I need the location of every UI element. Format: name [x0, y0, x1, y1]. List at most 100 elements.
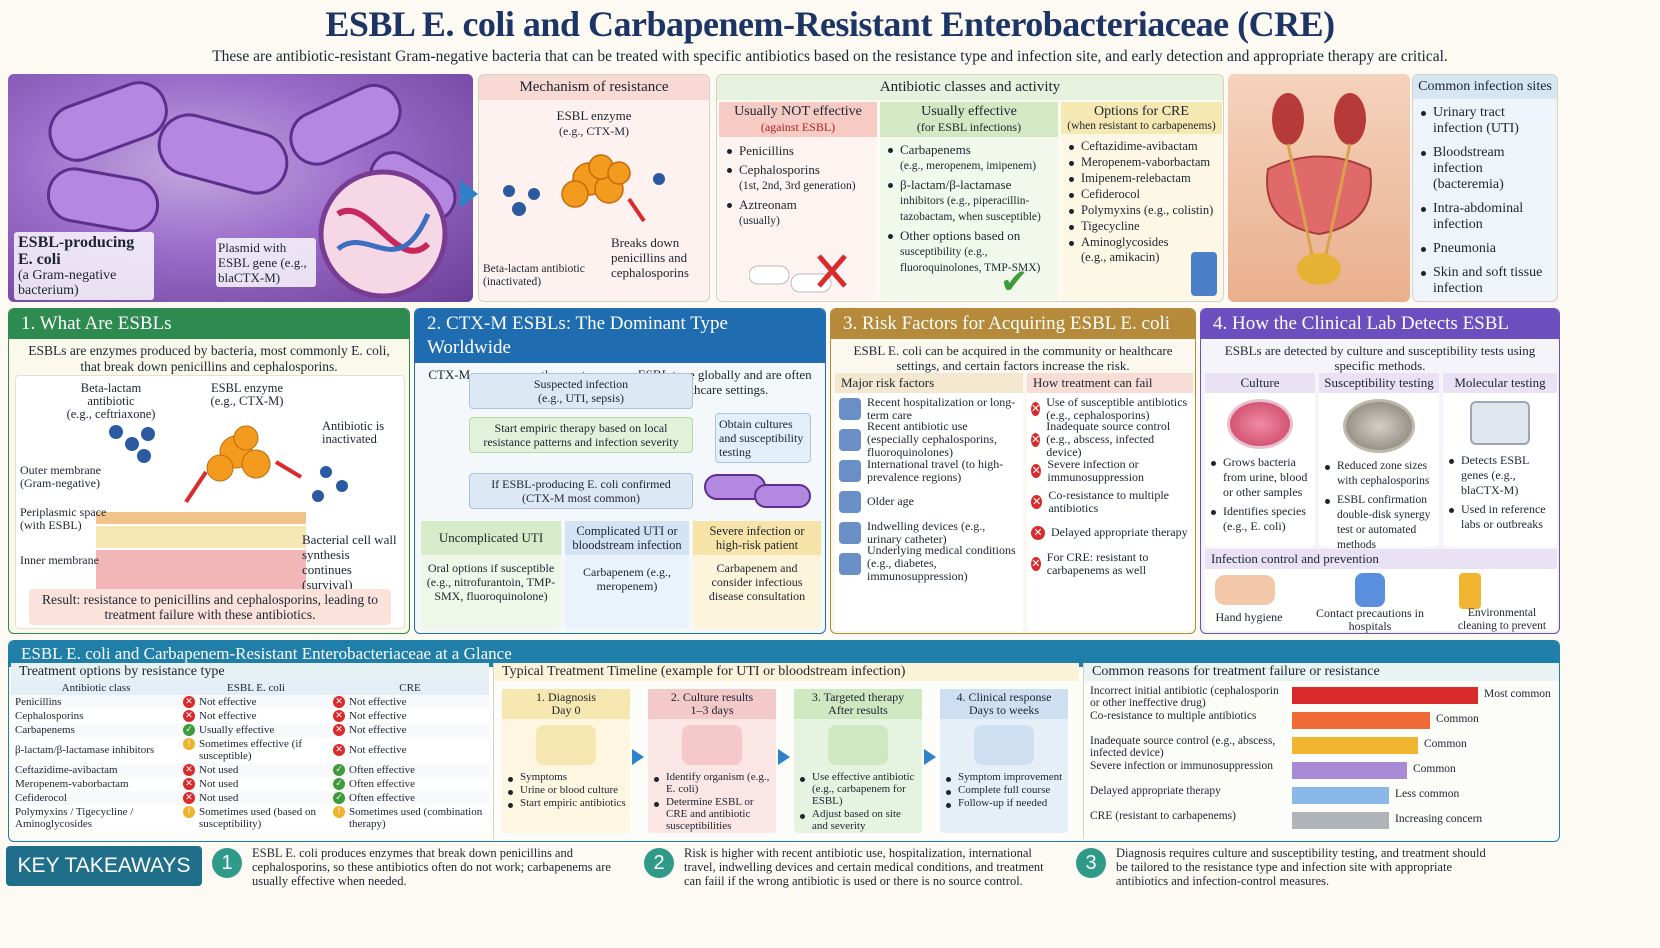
list-item: Detects ESBL genes (e.g., blaCTX-M)	[1447, 453, 1553, 498]
complicated-text: Carbapenem (e.g., meropenem)	[583, 565, 671, 593]
susceptibility-list: Reduced zone sizes with cephalosporins E…	[1323, 459, 1435, 553]
vial-icon	[1191, 252, 1217, 296]
table-cell: ✓Often effective	[331, 791, 489, 805]
list-item: Penicillins	[725, 143, 871, 158]
severe-text: Carbapenem and consider infectious disea…	[708, 561, 806, 603]
table-cell: ✕Not effective	[331, 737, 489, 763]
ecoli-sub: (a Gram-negative bacterium)	[18, 268, 117, 298]
list-item: Imipenem-relebactam	[1067, 171, 1216, 186]
uti-title: Uncomplicated UTI	[421, 521, 561, 555]
periplasm-label: Periplasmic space (with ESBL)	[20, 505, 107, 532]
environmental-cleaning-label: Environmental cleaning to prevent spread	[1457, 607, 1547, 632]
list-item: Intra-abdominal infection	[1419, 201, 1551, 233]
fail-text: Co-resistance to multiple antibiotics	[1048, 487, 1169, 515]
culture-list: Grows bacteria from urine, blood or othe…	[1209, 455, 1311, 534]
outer-membrane-label: Outer membrane (Gram-negative)	[20, 463, 101, 490]
step-subtitle: After results	[828, 703, 888, 717]
table-row: Cephalosporins✕Not effective✕Not effecti…	[11, 709, 489, 723]
effective-sub: (for ESBL infections)	[916, 120, 1022, 134]
cell-text: Not used	[199, 778, 239, 790]
mechanism-enzyme-eg: (e.g., CTX-M)	[559, 124, 629, 138]
page-title: ESBL E. coli and Carbapenem-Resistant En…	[325, 4, 1335, 44]
table-header: ESBL E. coli	[227, 682, 285, 694]
risk-item: Underlying medical conditions (e.g., dia…	[835, 544, 1023, 583]
beta-lactam-label: Beta-lactam antibiotic (inactivated)	[483, 263, 585, 288]
mechanism-title: Mechanism of resistance	[479, 75, 709, 100]
table-cell: Ceftazidime-avibactam	[15, 764, 118, 776]
kidney-right	[1334, 93, 1366, 145]
section-what-are-esbls: 1. What Are ESBLs ESBLs are enzymes prod…	[8, 308, 410, 634]
major-risks-col: Major risk factors Recent hospitalizatio…	[835, 373, 1023, 631]
cell-text: Sometimes used (combination therapy)	[349, 806, 483, 830]
risk-icon	[839, 490, 861, 513]
hand-hygiene-label: Hand hygiene	[1215, 610, 1283, 624]
table-row: Carbapenems✓Usually effective✕Not effect…	[11, 723, 489, 737]
ctxm-bacteria-svg	[704, 474, 811, 508]
risk-item: Older age	[835, 486, 1023, 517]
failure-rank: Common	[1413, 763, 1456, 775]
failure-bar	[1292, 687, 1478, 704]
x-icon: ✕	[333, 724, 345, 736]
bacterium-1	[48, 81, 168, 162]
inner-membrane-label: Inner membrane	[20, 553, 99, 567]
pcr-machine-icon	[1470, 401, 1530, 445]
molecular-title: Molecular testing	[1443, 373, 1557, 393]
major-risks-title: Major risk factors	[835, 373, 1023, 393]
takeaway-number: 3	[1076, 848, 1106, 878]
check-icon: ✓	[333, 792, 345, 804]
failure-label: CRE (resistant to carbapenems)	[1090, 810, 1236, 822]
table-row: Cefiderocol✕Not used✓Often effective	[11, 791, 489, 805]
breaks-label: Breaks down penicillins and cephalospori…	[611, 235, 689, 280]
fail-item: ✕Severe infection or immunosuppression	[1027, 455, 1193, 486]
check-icon: ✔	[1000, 262, 1029, 302]
section-3-title: 3. Risk Factors for Acquiring ESBL E. co…	[831, 309, 1195, 339]
risk-text: International travel (to high-prevalence…	[867, 456, 1004, 484]
cell-text: Not effective	[199, 710, 257, 722]
failure-label: Incorrect initial antibiotic (cephalospo…	[1090, 685, 1279, 709]
fail-item: ✕Co-resistance to multiple antibiotics	[1027, 486, 1193, 517]
uti-text: Oral options if susceptible (e.g., nitro…	[426, 561, 556, 603]
failure-bar	[1292, 762, 1407, 779]
list-item: Aminoglycosides(e.g., amikacin)	[1067, 235, 1216, 265]
fail-text: Delayed appropriate therapy	[1051, 525, 1188, 539]
cell-text: Not used	[199, 792, 239, 804]
fail-item: ✕Inadequate source control (e.g., absces…	[1027, 420, 1193, 459]
takeaway-text: Diagnosis requires culture and susceptib…	[1116, 846, 1486, 888]
failure-bar	[1292, 787, 1389, 804]
failure-bar	[1292, 812, 1389, 829]
table-row: β-lactam/β-lactamase inhibitors!Sometime…	[11, 737, 489, 763]
arrow-right-icon	[778, 749, 790, 765]
risk-icon	[839, 521, 861, 544]
anatomy-svg	[1266, 93, 1372, 285]
hand-hygiene-icon	[1215, 575, 1275, 605]
severe-box: Severe infection or high-risk patient Ca…	[693, 521, 821, 629]
severe-title: Severe infection or high-risk patient	[693, 521, 821, 555]
fail-list: ✕Use of susceptible antibiotics (e.g., c…	[1027, 393, 1193, 579]
hero-ecoli-illustration: ESBL-producing E. coli (a Gram-negative …	[8, 74, 473, 302]
cell-text: Not effective	[349, 724, 407, 736]
cell-text: Not used	[199, 764, 239, 776]
risk-item: Recent antibiotic use (especially cephal…	[835, 420, 1023, 459]
s1-enzyme-label: ESBL enzyme(e.g., CTX-M)	[210, 381, 284, 408]
fail-item: ✕For CRE: resistant to carbapenems as we…	[1027, 548, 1193, 579]
table-header: CRE	[399, 682, 421, 694]
x-icon: ✕	[183, 764, 195, 776]
confirmed-box: If ESBL-producing E. coli confirmed(CTX-…	[469, 473, 693, 509]
list-item: Meropenem-vaborbactam	[1067, 155, 1216, 170]
failure-rank: Most common	[1484, 688, 1551, 700]
step-list: Use effective antibiotic (e.g., carbapen…	[798, 771, 918, 832]
fail-text: Severe infection or immunosuppression	[1047, 456, 1145, 484]
timeline-box: Typical Treatment Timeline (example for …	[493, 663, 1079, 839]
risk-text: Recent antibiotic use (especially cephal…	[867, 419, 997, 459]
step-illustration	[974, 725, 1034, 765]
periplasm	[96, 526, 306, 548]
step-title: 3. Targeted therapy	[811, 690, 905, 704]
x-icon: ✕	[333, 696, 345, 708]
section-1-title: 1. What Are ESBLs	[9, 309, 409, 339]
bacterium-3	[46, 167, 160, 233]
x-icon: ✕	[333, 744, 345, 756]
list-item: Ceftazidime-avibactam	[1067, 139, 1216, 154]
